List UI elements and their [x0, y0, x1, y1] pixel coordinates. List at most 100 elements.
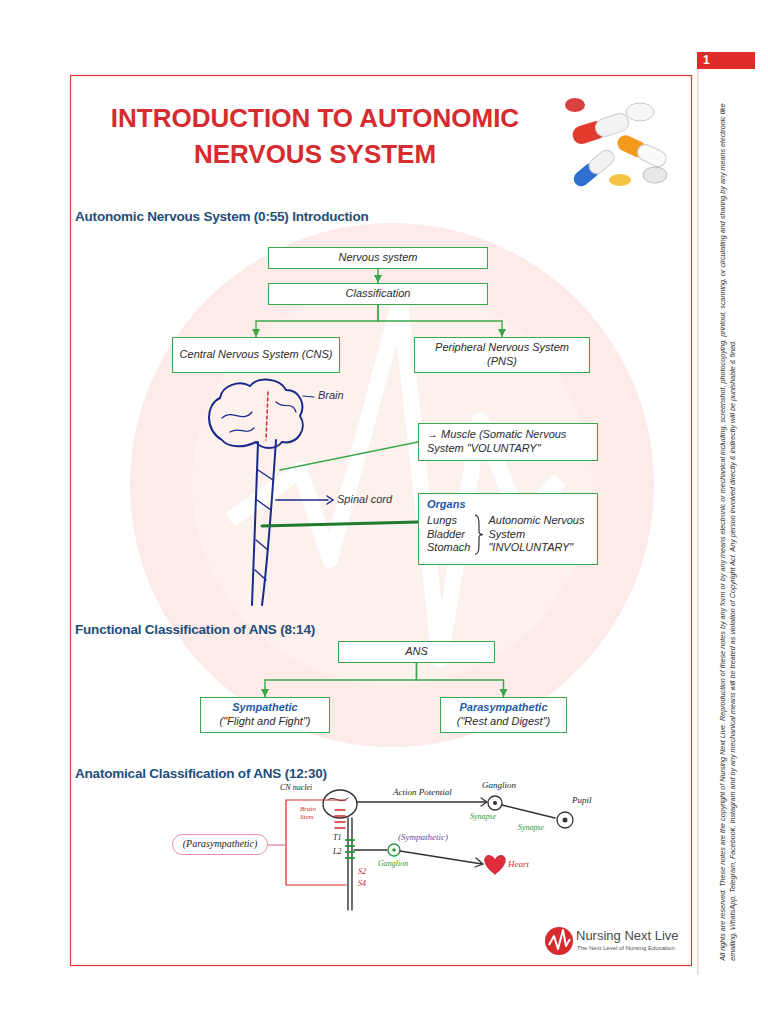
- node-text: (Parasympathetic): [183, 838, 257, 851]
- sketch-label: Synapse: [518, 824, 544, 833]
- node-text: Sympathetic: [232, 701, 297, 715]
- page-number: 1: [697, 52, 755, 69]
- tablet: [565, 98, 585, 112]
- brain-sketch: [323, 790, 357, 818]
- preganglionic-fibre: [357, 801, 486, 802]
- pills-picture: [565, 98, 669, 189]
- margin-line: [698, 69, 699, 975]
- node-text: ANS: [405, 645, 428, 659]
- brain-folds: [222, 402, 296, 432]
- spinal-cord: [351, 818, 352, 910]
- brand-tagline: The Next Level of Nursing Education: [577, 945, 675, 951]
- node-body: Autonomic Nervous System "INVOLUNTARY": [488, 514, 586, 555]
- capsule-half: [586, 147, 617, 176]
- part-label: Spinal cord: [337, 493, 392, 505]
- heart-symbol: [485, 855, 506, 874]
- process-box: Sympathetic("Flight and Fight"): [200, 697, 330, 733]
- brand-logo: [545, 927, 573, 955]
- brace-path: [475, 515, 483, 554]
- brand-name: Nursing Next Live: [576, 928, 679, 943]
- sketch-label: Action Potential: [393, 788, 452, 798]
- section-heading: Autonomic Nervous System (0:55) Introduc…: [75, 209, 369, 224]
- node-body: ("Rest and Digest"): [457, 715, 550, 729]
- sketch-label: Synapse: [470, 813, 496, 822]
- sketch-label: Brain Stem: [300, 806, 330, 821]
- cord-leader: [276, 499, 328, 501]
- arrow-head: [481, 798, 487, 806]
- tablet: [626, 103, 654, 121]
- tree-connector: [377, 269, 378, 283]
- organ-row: Lungs Bladder Stomach Autonomic Nervous S…: [427, 514, 586, 555]
- ganglion-circle: [388, 844, 400, 856]
- ganglion-dot: [493, 801, 497, 805]
- spinal-cord: [262, 440, 276, 605]
- node-text: Peripheral Nervous System (PNS): [421, 341, 583, 369]
- capsule-half: [593, 111, 631, 139]
- callout-box: → Muscle (Somatic Nervous System "VOLUNT…: [418, 423, 598, 461]
- arrow-head: [327, 496, 333, 504]
- process-box: Central Nervous System (CNS): [172, 337, 340, 373]
- node-text: 1: [703, 53, 710, 68]
- node-text: Nervous system: [339, 251, 418, 265]
- oval-tag: (Parasympathetic): [172, 834, 268, 855]
- capsule: [615, 133, 669, 169]
- arrow-head: [475, 858, 483, 867]
- sketch-label: (Sympathetic): [398, 833, 448, 843]
- sketch-label: Heart: [508, 860, 529, 870]
- tablet: [609, 174, 631, 186]
- node-body: Lungs Bladder Stomach: [427, 514, 470, 555]
- segment-label: S2: [358, 868, 366, 877]
- organ-leader: [262, 522, 418, 526]
- process-box: Parasympathetic("Rest and Digest"): [440, 697, 567, 733]
- tree-connector: [256, 305, 378, 337]
- part-label: Brain: [318, 389, 344, 401]
- process-box: Nervous system: [268, 247, 488, 269]
- ans-anatomy-sketch: [268, 790, 573, 910]
- segment-label: T1: [333, 834, 341, 843]
- brain-outline: [209, 380, 303, 448]
- copyright-notice: All rights are reserved. These notes are…: [718, 80, 737, 960]
- cn-nuclei-marks: [335, 810, 345, 828]
- parasympathetic-bracket: [286, 800, 346, 885]
- node-text: → Muscle (Somatic Nervous System "VOLUNT…: [427, 428, 589, 456]
- brain-midline: [266, 392, 268, 440]
- sketch-label: Ganglion: [482, 781, 516, 791]
- logo-zigzag: [549, 930, 570, 949]
- spinal-cord: [252, 442, 258, 605]
- page-frame: [71, 76, 692, 966]
- logo-circle: [545, 927, 573, 955]
- tree-connector: [265, 663, 417, 697]
- node-body: ("Flight and Fight"): [220, 715, 311, 729]
- sketch-label: Pupil: [572, 796, 592, 806]
- tablet: [643, 167, 667, 183]
- brain-leader: [303, 396, 314, 397]
- capsule-half: [635, 142, 669, 169]
- page-title: INTRODUCTION TO AUTONOMIC NERVOUS SYSTEM: [80, 100, 550, 172]
- pupil-circle: [557, 812, 573, 828]
- sketch-label: CN nuclei: [280, 784, 312, 793]
- process-box: ANS: [338, 641, 495, 663]
- tree-connector: [417, 663, 504, 697]
- parasympathetic-leader: [268, 844, 286, 845]
- segment-label: L2: [333, 848, 341, 857]
- ganglion-dot: [392, 848, 396, 852]
- node-text: Central Nervous System (CNS): [180, 348, 333, 362]
- segment-label: S4: [358, 880, 366, 889]
- section-heading: Functional Classification of ANS (8:14): [75, 622, 315, 637]
- postganglionic-fibre: [400, 851, 482, 864]
- process-box: Classification: [268, 283, 488, 305]
- curly-brace: [474, 514, 484, 555]
- callout-box: OrgansLungs Bladder Stomach Autonomic Ner…: [418, 493, 598, 565]
- node-text: Parasympathetic: [459, 701, 547, 715]
- node-text: Classification: [346, 287, 411, 301]
- node-text: Organs: [427, 498, 466, 512]
- thoracolumbar-marks: [346, 840, 354, 858]
- sketch-label: Ganglion: [378, 860, 408, 869]
- capsule: [571, 147, 617, 189]
- brain-spinal-sketch: [209, 380, 418, 605]
- section-heading: Anatomical Classification of ANS (12:30): [75, 766, 327, 781]
- tree-connector: [378, 305, 502, 337]
- preganglionic-fibre: [354, 849, 387, 850]
